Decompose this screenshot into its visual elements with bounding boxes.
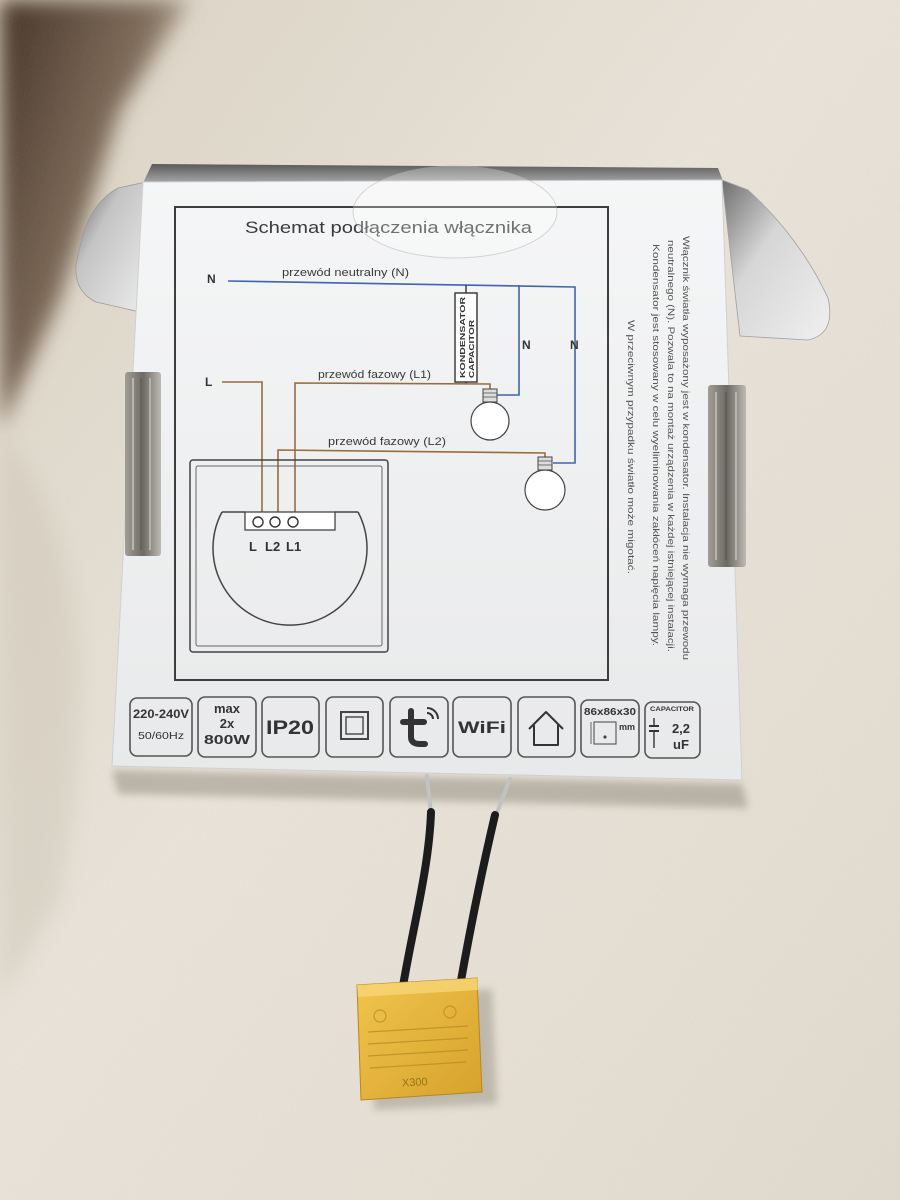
box-right-flap [721,179,831,341]
neutral-terminal-label: N [207,272,216,286]
box-right-slot [708,385,746,567]
neutral-wire [227,280,576,464]
box-description: Włącznik światła wyposażony jest w konde… [625,236,691,660]
box-front-face [111,179,743,781]
square-frame-icon [340,711,369,740]
capacitor-badge: CAPACITOR 2,2 uF [644,701,701,759]
voltage-text: 220-240V [133,707,189,721]
phase-wire-l2-label: przewód fazowy (L2) [328,436,446,448]
spec-icons-row: 220-240V 50/60Hz max 2x 800W IP20 [129,696,701,759]
capacitor-symbol-icon [649,718,659,748]
mounting-box-icon [590,721,617,745]
terminal-label-l: L [249,539,257,554]
terminal-l1 [287,516,299,528]
box-top-rim [143,164,723,183]
wiring-diagram: Schemat podłączenia włącznika N przewód … [174,206,609,681]
neutral-wire-lamp1 [497,285,520,396]
ip-badge: IP20 [261,696,320,758]
box-left-flap [75,181,147,313]
phase-terminal-label: L [205,375,212,389]
lamp-1-icon [470,388,510,441]
tuya-badge [389,696,449,758]
load-badge: max 2x 800W [197,696,257,758]
wifi-badge: WiFi [452,696,512,758]
capacitor-part: X300 [356,774,512,1110]
house-icon [528,711,564,746]
lamp1-neutral-label: N [522,338,531,352]
dimensions-text: 86x86x30 [584,707,637,718]
load-count-text: 2x [220,716,235,731]
house-badge [517,696,576,758]
dimensions-unit-text: mm [619,722,635,732]
description-line-4: W przeciwnym przypadku światło może migo… [625,320,636,574]
left-wire [398,808,435,996]
load-max-text: max [214,701,241,716]
phase-wire-l1-label: przewód fazowy (L1) [318,369,431,381]
capacitor-heading-text: CAPACITOR [650,706,694,713]
capacitor-label-en: CAPACITOR [467,319,476,378]
lamp2-neutral-label: N [570,338,579,352]
switch-plate: L L2 L1 [189,459,389,653]
capacitor-label-pl: KONDENSATOR [458,296,467,378]
description-line-1: Włącznik światła wyposażony jest w konde… [680,236,691,660]
frequency-text: 50/60Hz [138,731,184,742]
box-left-slot [125,372,161,556]
clear-sticker [352,165,558,259]
capacitor-marking-text: X300 [402,1076,428,1089]
neutral-wire-label: przewód neutralny (N) [282,267,409,279]
load-power-text: 800W [204,732,251,747]
wifi-text: WiFi [458,718,506,737]
phase-wire-l [222,381,263,517]
tuya-app-icon [400,707,439,747]
square-frame-badge [325,696,384,758]
capacitor-unit-text: uF [673,737,689,752]
capacitor-markings [367,1005,469,1069]
voltage-badge: 220-240V 50/60Hz [129,697,193,757]
left-wire-tip [425,774,433,816]
capacitor-top-face [357,978,478,997]
capacitor-body [356,977,483,1101]
right-wire [456,811,499,990]
terminal-l [252,516,264,528]
terminal-label-l2: L2 [265,539,280,554]
terminal-label-l1: L1 [286,539,301,554]
ip-rating-text: IP20 [266,718,314,739]
right-wire-tip [493,777,512,820]
diagram-frame [174,206,609,681]
capacitor-value-text: 2,2 [672,721,690,736]
phase-wire-l2 [277,449,546,517]
lamp-2-icon [524,456,566,511]
dimensions-badge: 86x86x30 mm [580,699,640,758]
description-line-2: neutralnego (N). Pozwala to na montaż ur… [665,240,676,652]
description-line-3: Kondensator jest stosowany w celu wyelim… [650,244,661,646]
diagram-title: Schemat podłączenia włącznika [245,218,533,237]
terminal-l2 [269,516,281,528]
